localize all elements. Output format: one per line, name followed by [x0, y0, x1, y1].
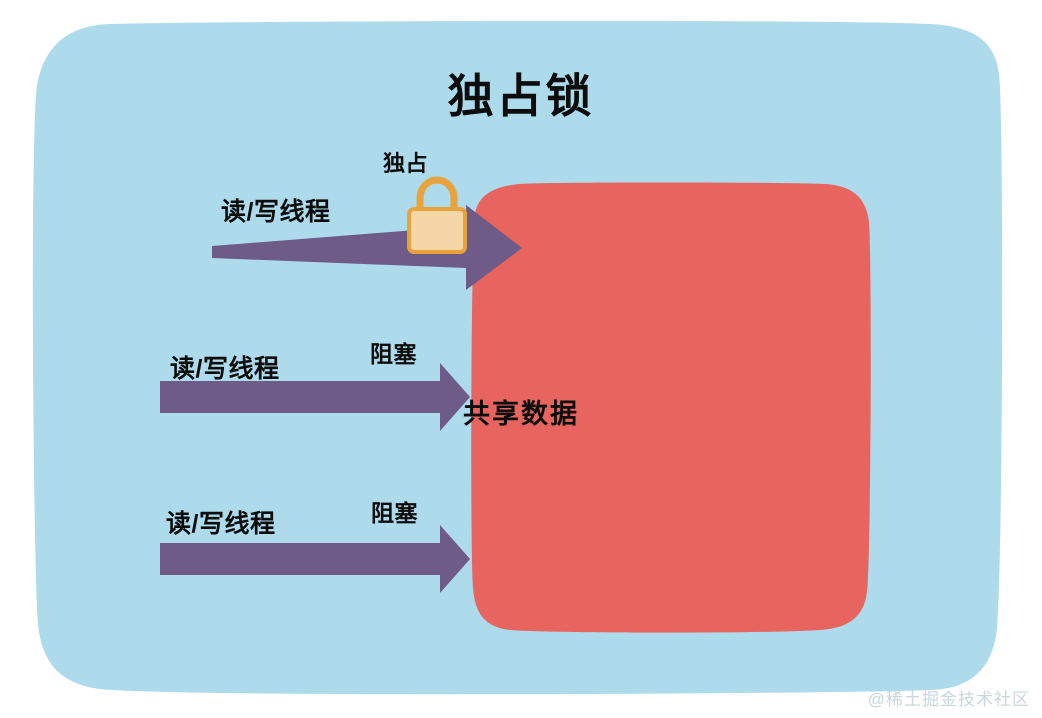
shared-data-shape — [471, 182, 871, 633]
thread-label-row-1: 读/写线程 — [221, 198, 331, 226]
lock-icon — [407, 176, 467, 254]
thread-label-row-3: 读/写线程 — [166, 510, 276, 538]
arrow-row-3 — [160, 525, 470, 593]
page-title: 独占锁 — [447, 70, 595, 122]
watermark: @稀土掘金技术社区 — [867, 690, 1030, 709]
blocked-state-label-row-2: 阻塞 — [370, 341, 417, 367]
arrow-row-1 — [212, 205, 522, 290]
blocked-state-label-row-3: 阻塞 — [371, 500, 418, 526]
lock-state-label: 独占 — [383, 151, 429, 176]
thread-label-row-2: 读/写线程 — [170, 355, 280, 383]
arrow-row-2 — [160, 363, 470, 431]
shared-data-label: 共享数据 — [463, 399, 579, 429]
